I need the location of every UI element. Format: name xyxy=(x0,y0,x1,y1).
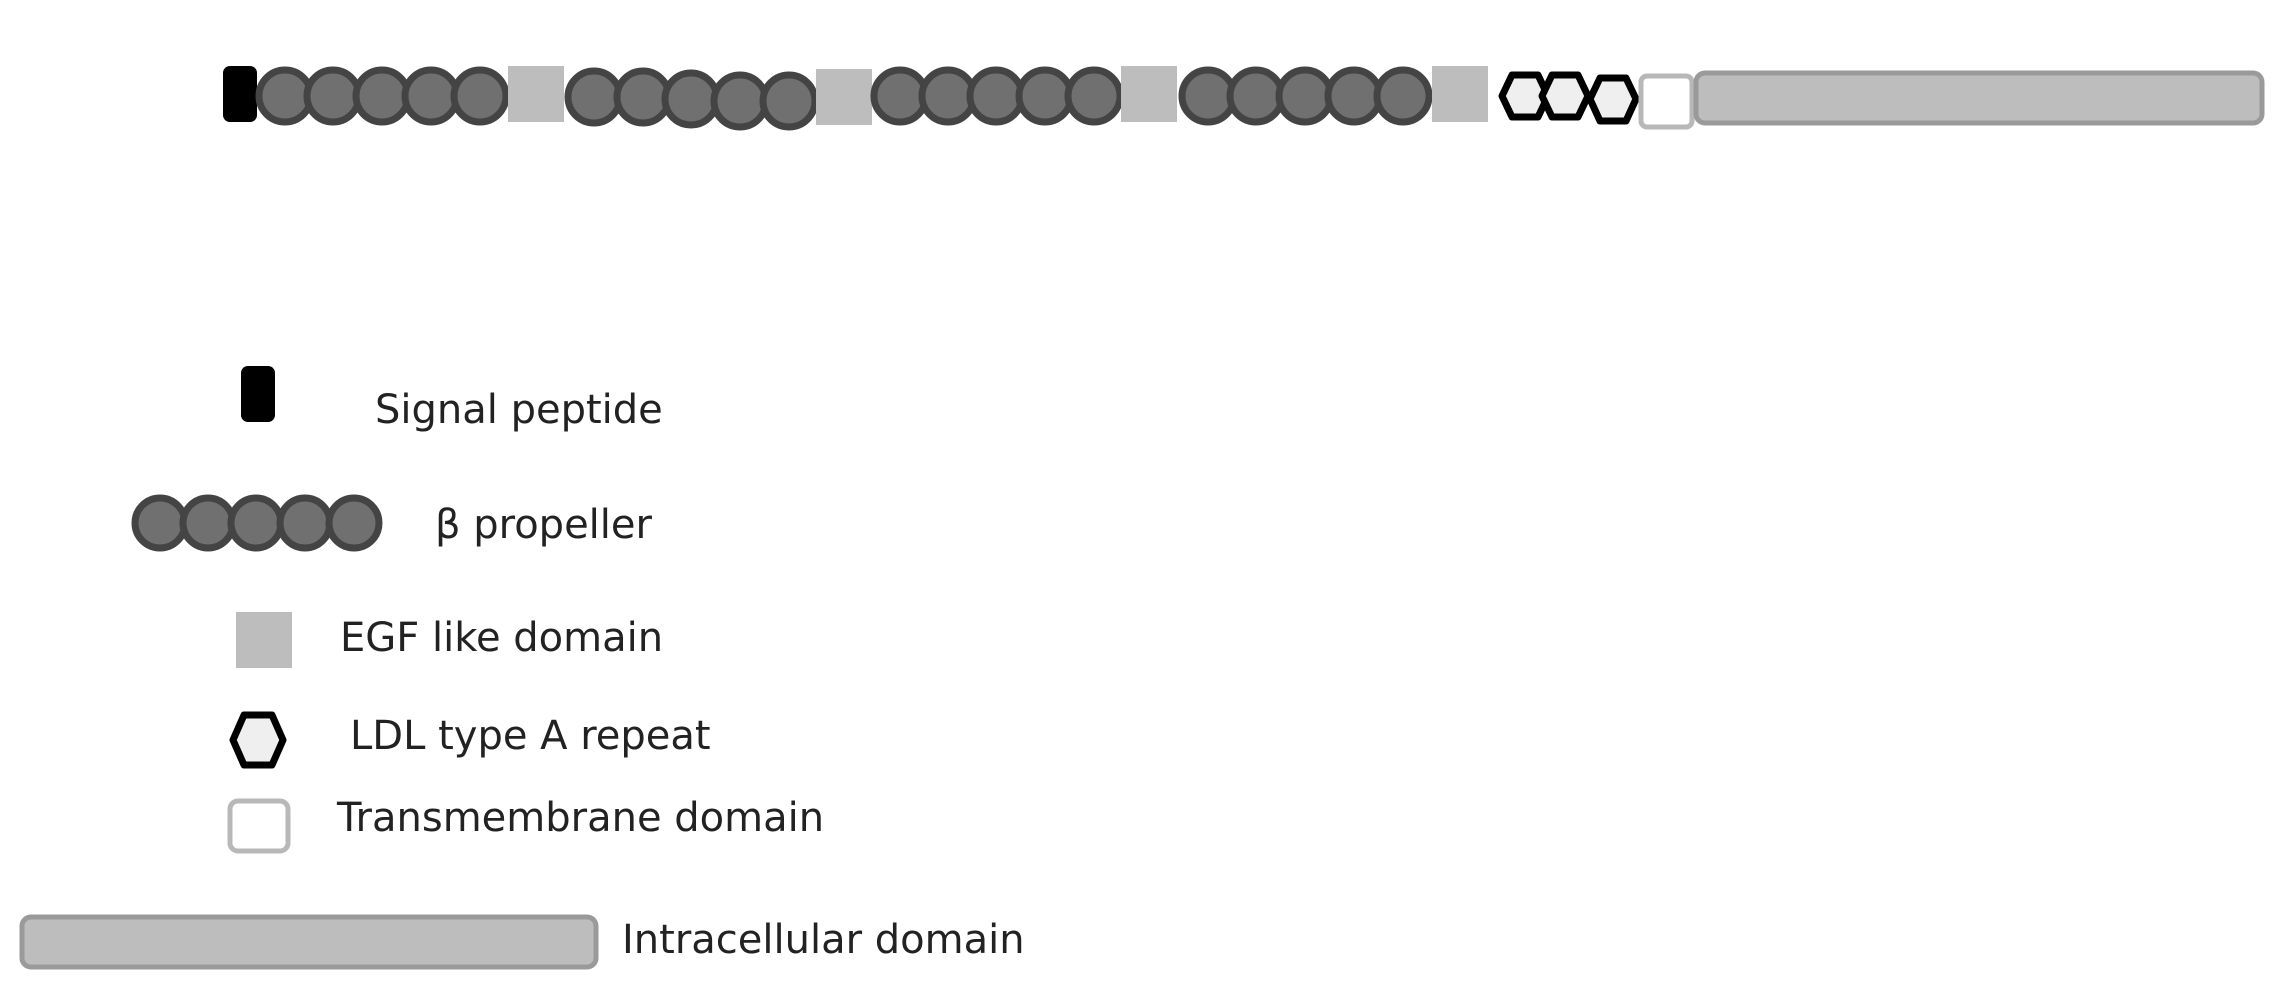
legend-transmembrane-domain-icon xyxy=(227,798,291,854)
egf-like-domain-shape xyxy=(1432,66,1488,122)
beta-propeller-shape xyxy=(870,66,1124,126)
intracellular-domain-shape xyxy=(1693,70,2265,126)
egf-like-domain-shape xyxy=(508,66,564,122)
legend-label-beta-propeller: β propeller xyxy=(435,502,652,548)
legend-label-signal-peptide: Signal peptide xyxy=(375,387,663,433)
beta-propeller-shape xyxy=(255,66,510,126)
legend-label-intracellular-domain: Intracellular domain xyxy=(622,917,1025,963)
legend-intracellular-domain-icon xyxy=(19,914,599,970)
ldl-type-a-repeat-shape xyxy=(1498,71,1640,125)
legend-beta-propeller-icon xyxy=(131,494,383,552)
beta-propeller-shape xyxy=(1178,66,1433,126)
legend-ldl-type-a-repeat-icon xyxy=(229,711,287,769)
protein-bar xyxy=(223,66,2265,131)
legend-egf-like-domain-icon xyxy=(236,612,292,668)
beta-propeller-shape xyxy=(564,67,819,131)
signal-peptide-shape xyxy=(223,66,257,122)
transmembrane-domain-shape xyxy=(1638,73,1695,130)
egf-like-domain-shape xyxy=(816,69,872,125)
legend-signal-peptide-icon xyxy=(241,366,275,422)
egf-like-domain-shape xyxy=(1121,66,1177,122)
legend-label-ldl-type-a-repeat: LDL type A repeat xyxy=(350,713,711,759)
legend-symbols xyxy=(19,366,599,970)
legend-label-transmembrane-domain: Transmembrane domain xyxy=(337,795,825,841)
legend-label-egf-like-domain: EGF like domain xyxy=(340,615,664,661)
